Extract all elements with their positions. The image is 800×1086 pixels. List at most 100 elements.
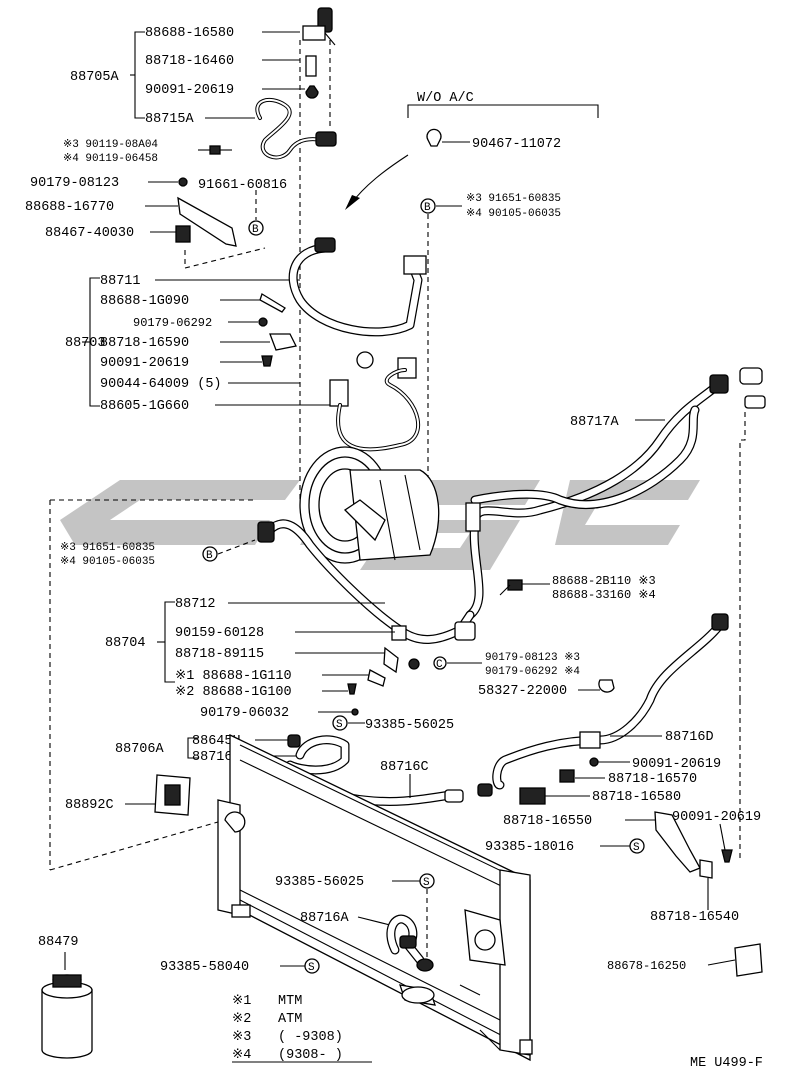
- pin-88718-16460: [305, 55, 317, 77]
- label-88688-16770: 88688-16770: [25, 200, 114, 215]
- compressor: [299, 446, 440, 564]
- clip-90091-20619: [305, 85, 319, 99]
- marker-s-2: [629, 838, 645, 854]
- grommet-90044-64009: [356, 351, 374, 369]
- bracket-88688-1g090: [259, 293, 286, 313]
- diagram-code: ME U499-F: [690, 1056, 763, 1071]
- plug-90467-11072: [426, 128, 442, 147]
- label-90179-08123-b: 90179-08123 ※3: [485, 652, 580, 664]
- connector-88605-b: [397, 357, 417, 379]
- legend-mark-3: ※3: [232, 1030, 251, 1045]
- label-88706a: 88706A: [115, 742, 165, 757]
- svg-text:B: B: [206, 550, 213, 562]
- receiver-88479: [41, 974, 93, 1059]
- label-91651-60835-r: ※3 91651-60835: [466, 193, 561, 205]
- label-91651-60835-l: ※3 91651-60835: [60, 542, 155, 554]
- marker-c: [433, 656, 447, 670]
- legend-text-1: MTM: [278, 994, 302, 1009]
- marker-b-1: [248, 220, 264, 236]
- label-88688-16580: 88688-16580: [145, 26, 234, 41]
- svg-text:B: B: [424, 202, 431, 214]
- label-88688-1g110: ※1 88688-1G110: [175, 669, 292, 684]
- condenser: [217, 733, 533, 1062]
- label-90091-20619-top: 90091-20619: [145, 83, 234, 98]
- valve-88645h: [287, 734, 301, 748]
- svg-text:C: C: [436, 659, 443, 671]
- label-88688-2b110: 88688-2B110 ※3: [552, 574, 656, 588]
- bracket-88706a: [187, 737, 198, 759]
- legend-mark-2: ※2: [232, 1012, 251, 1027]
- svg-text:B: B: [252, 224, 259, 236]
- nut-90179-08123: [178, 177, 188, 187]
- svg-text:S: S: [336, 719, 343, 731]
- bracket-88705a: [134, 31, 145, 119]
- marker-s-4: [304, 958, 320, 974]
- clip-88718-16580: [519, 787, 546, 805]
- label-88718-16460: 88718-16460: [145, 54, 234, 69]
- connector-88688-16580: [302, 7, 336, 46]
- label-88718-16580: 88718-16580: [592, 790, 681, 805]
- label-88688-1g100: ※2 88688-1G100: [175, 685, 292, 700]
- label-88703: 88703: [65, 336, 106, 351]
- clamp-88688-2b110: [499, 579, 523, 596]
- marker-b-3: [202, 546, 218, 562]
- label-90179-06032: 90179-06032: [200, 706, 289, 721]
- marker-b-2: [420, 198, 436, 214]
- label-90179-08123-top: 90179-08123: [30, 176, 119, 191]
- legend-text-4: (9308- ): [278, 1048, 343, 1063]
- label-91661-60816: 91661-60816: [198, 178, 287, 193]
- marker-s-3: [419, 873, 435, 889]
- label-88716b: 88716B: [192, 750, 241, 765]
- label-88716d: 88716D: [665, 730, 714, 745]
- fitting-88717a-end: [739, 367, 766, 409]
- label-93385-56025-a: 93385-56025: [365, 718, 454, 733]
- label-88712: 88712: [175, 597, 216, 612]
- bracket-88704: [164, 601, 175, 683]
- hose-88711: [288, 243, 423, 337]
- label-88892c: 88892C: [65, 798, 114, 813]
- label-88645h: 88645H: [192, 734, 241, 749]
- connector-88605-1g660: [329, 379, 349, 407]
- legend: ※1 MTM ※2 ATM ※3 ( -9308) ※4 (9308- ): [232, 994, 372, 1063]
- bracket-88688-16770: [177, 196, 237, 247]
- label-90091-20619-c: 90091-20619: [632, 757, 721, 772]
- label-88605-1g660: 88605-1G660: [100, 399, 189, 414]
- label-88678-16250: 88678-16250: [607, 959, 686, 973]
- label-88716c: 88716C: [380, 760, 429, 775]
- bracket-88718-16550: [654, 811, 701, 873]
- label-88705a: 88705A: [70, 70, 120, 85]
- label-90159-60128: 90159-60128: [175, 626, 264, 641]
- bolt-90119: [209, 145, 232, 155]
- svg-text:S: S: [308, 962, 315, 974]
- marker-s-1: [332, 715, 348, 731]
- label-88718-16540: 88718-16540: [650, 910, 739, 925]
- label-88715a: 88715A: [145, 112, 195, 127]
- label-90044-64009: 90044-64009 (5): [100, 377, 222, 392]
- label-90467-11072: 90467-11072: [472, 137, 561, 152]
- label-88467-40030: 88467-40030: [45, 226, 134, 241]
- svg-text:S: S: [423, 877, 430, 889]
- label-88704: 88704: [105, 636, 146, 651]
- legend-text-2: ATM: [278, 1012, 302, 1027]
- svg-text:S: S: [633, 842, 640, 854]
- label-90119-06458: ※4 90119-06458: [63, 153, 158, 165]
- label-88688-33160: 88688-33160 ※4: [552, 588, 656, 602]
- label-90105-06035-r: ※4 90105-06035: [466, 208, 561, 220]
- clamp-88467-40030: [175, 225, 191, 243]
- legend-mark-4: ※4: [232, 1048, 251, 1063]
- label-58327-22000: 58327-22000: [478, 684, 567, 699]
- clip-88718-89115: [383, 646, 399, 674]
- label-88718-16570: 88718-16570: [608, 772, 697, 787]
- label-90179-06292-b: 90179-06292 ※4: [485, 666, 580, 678]
- label-88717a: 88717A: [570, 415, 620, 430]
- label-90091-20619-d: 90091-20619: [672, 810, 761, 825]
- label-90179-06292-a: 90179-06292: [133, 316, 212, 330]
- label-90105-06035-l: ※4 90105-06035: [60, 556, 155, 568]
- clip-58327-22000: [598, 679, 615, 693]
- seal-88892c: [154, 774, 191, 816]
- wire-88605-1g660: [336, 368, 420, 452]
- label-88716a: 88716A: [300, 911, 350, 926]
- label-plate-88678-16250: [734, 943, 763, 977]
